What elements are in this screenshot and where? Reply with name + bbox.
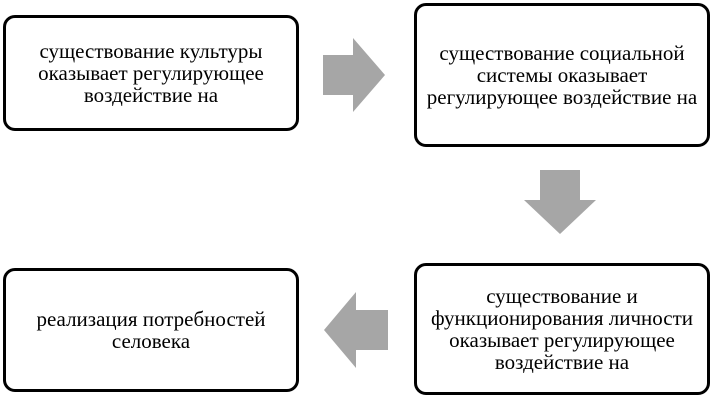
arrow-down-icon [524, 170, 596, 234]
arrow-left-shape [324, 292, 388, 368]
box-personality: существование и функционирования личност… [414, 263, 710, 395]
arrow-left-icon [324, 292, 388, 368]
box-needs: реализация потребностей селовека [3, 268, 299, 392]
box-needs-text: реализация потребностей селовека [36, 307, 266, 353]
box-social-system: существование социальной системы оказыва… [414, 3, 710, 147]
box-personality-text: существование и функционирования личност… [430, 284, 694, 374]
arrow-down-shape [524, 170, 596, 234]
box-culture-text: существование культуры оказывает регулир… [38, 39, 264, 107]
arrow-right-icon [323, 38, 385, 112]
arrow-right-shape [323, 38, 385, 112]
box-culture: существование культуры оказывает регулир… [3, 15, 299, 131]
box-social-system-text: существование социальной системы оказыва… [426, 41, 698, 109]
